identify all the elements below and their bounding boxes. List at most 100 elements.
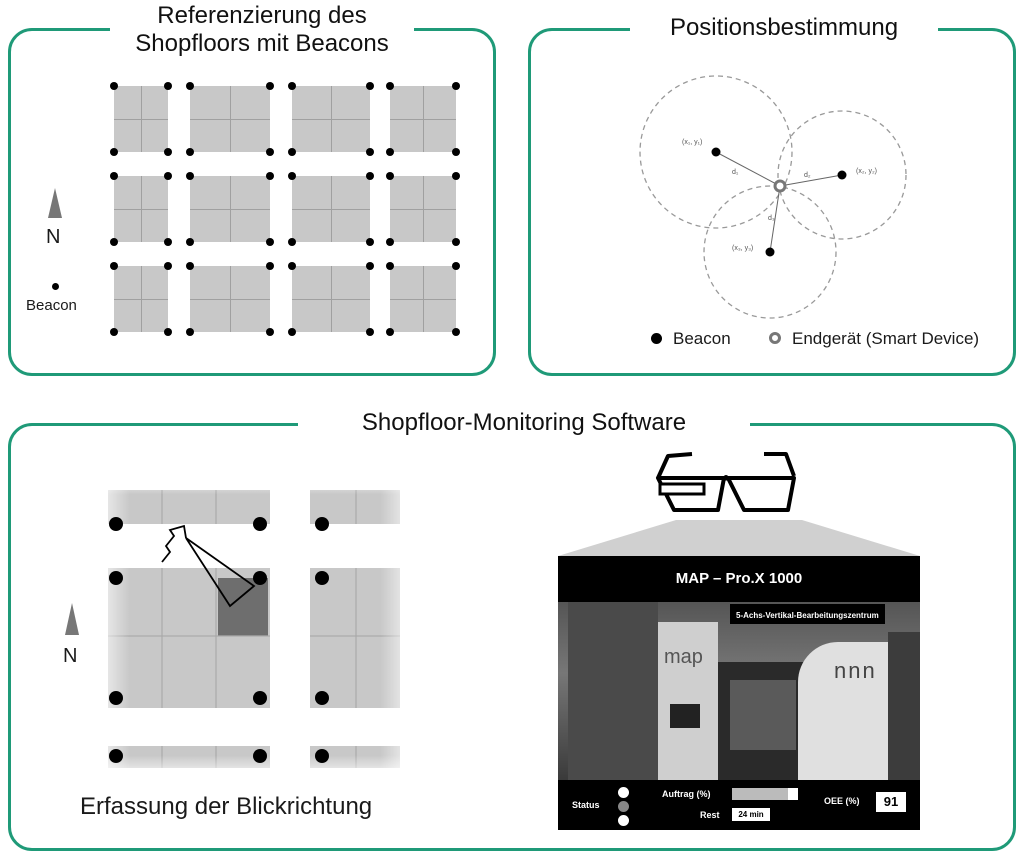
beacon-dot — [186, 328, 194, 336]
beacon-dot — [386, 82, 394, 90]
legend-device-icon — [769, 332, 781, 344]
shopfloor-tile — [114, 176, 168, 242]
shopfloor-tile — [114, 86, 168, 152]
beacon-dot — [452, 148, 460, 156]
beacon-dot — [164, 238, 172, 246]
status-light-green — [618, 815, 629, 826]
beacon-dot — [366, 172, 374, 180]
beacon-dot — [386, 238, 394, 246]
range-circle-1 — [639, 75, 793, 229]
legend-beacon-label: Beacon — [673, 329, 731, 348]
software-title: Shopfloor-Monitoring Software — [298, 409, 750, 437]
distance-1: d₁ — [732, 169, 739, 176]
north-arrow-icon — [48, 188, 62, 218]
distance-3: d₃ — [768, 215, 775, 222]
rest-value-box: 24 min — [732, 808, 770, 821]
shopfloor-tile — [390, 266, 456, 332]
referencing-title: Referenzierung des Shopfloors mit Beacon… — [110, 2, 414, 58]
beacon-dot — [288, 262, 296, 270]
beacon-dot — [386, 148, 394, 156]
shopfloor-tile — [292, 176, 370, 242]
screen-subtitle: 5-Achs-Vertikal-Bearbeitungszentrum — [736, 611, 879, 620]
trilateration-diagram: (x₁, y₁) (x₂, y₂) (x₃, y₃) d₁ d₂ d₃ — [639, 75, 907, 319]
beacon-dot — [266, 262, 274, 270]
status-light-yellow — [618, 801, 629, 812]
machine-logo: map — [664, 646, 703, 668]
gaze-floorplan — [90, 470, 420, 780]
beacon-dot — [366, 238, 374, 246]
referencing-title-line1: Referenzierung des — [157, 2, 367, 29]
legend-device-label: Endgerät (Smart Device) — [792, 329, 980, 348]
north-label-2: N — [63, 645, 78, 667]
beacon-dot — [110, 148, 118, 156]
range-circle-2 — [777, 110, 907, 240]
screen-title: MAP – Pro.X 1000 — [675, 570, 803, 587]
beacon-dot — [452, 172, 460, 180]
beacon-dot — [288, 328, 296, 336]
shopfloor-tile — [390, 176, 456, 242]
beacon-dot — [164, 82, 172, 90]
machine-photo: map nnn — [558, 602, 920, 780]
beacon-dot — [186, 172, 194, 180]
shopfloor-tile — [190, 86, 270, 152]
north-arrow-icon-2 — [65, 603, 79, 635]
status-light-red — [618, 787, 629, 798]
beacon-dot — [386, 262, 394, 270]
beacon-dot — [164, 148, 172, 156]
legend-beacon-icon — [651, 333, 662, 344]
shopfloor-tile — [114, 266, 168, 332]
projection-beam — [558, 520, 920, 556]
north-label: N — [46, 226, 61, 248]
positioning-title: Positionsbestimmung — [630, 14, 938, 42]
smart-glasses-icon — [656, 452, 796, 512]
oee-value-box: 91 — [876, 792, 906, 812]
beacon-dot — [164, 172, 172, 180]
gaze-caption: Erfassung der Blickrichtung — [80, 793, 373, 820]
beacon-dot — [366, 82, 374, 90]
beacon-dot — [164, 262, 172, 270]
beacon-dot — [110, 262, 118, 270]
beacon-dot — [186, 82, 194, 90]
beacon-dot — [186, 148, 194, 156]
beacon-dot — [266, 172, 274, 180]
beacon-dot — [366, 148, 374, 156]
gaze-cone — [185, 537, 256, 608]
beacon-dot — [266, 82, 274, 90]
beacon-dot — [110, 238, 118, 246]
beacon-dot — [288, 238, 296, 246]
beacon-dot — [266, 328, 274, 336]
beacon-dot — [110, 328, 118, 336]
coord-2: (x₂, y₂) — [856, 168, 877, 175]
beacon-3 — [765, 247, 775, 257]
beacon-dot — [452, 82, 460, 90]
beacon-legend-label: Beacon — [26, 297, 77, 314]
range-circle-3 — [703, 185, 837, 319]
order-progress-bar — [732, 788, 798, 800]
beacon-dot — [288, 172, 296, 180]
person-icon — [161, 524, 187, 563]
rest-value: 24 min — [738, 810, 764, 819]
beacon-dot — [366, 328, 374, 336]
beacon-legend-dot — [52, 283, 59, 290]
order-progress-fill — [732, 788, 789, 800]
screen-subtitle-box: 5-Achs-Vertikal-Bearbeitungszentrum — [730, 604, 885, 624]
status-label: Status — [572, 800, 600, 810]
oee-label: OEE (%) — [824, 796, 860, 806]
beacon-dot — [288, 82, 296, 90]
referencing-title-line2: Shopfloors mit Beacons — [135, 30, 389, 57]
rest-label: Rest — [700, 810, 720, 820]
shopfloor-tile — [292, 86, 370, 152]
beacon-dot — [452, 238, 460, 246]
shopfloor-tile — [190, 266, 270, 332]
beacon-dot — [366, 262, 374, 270]
shopfloor-tile — [390, 86, 456, 152]
smart-device-icon — [773, 179, 787, 193]
beacon-dot — [452, 262, 460, 270]
coord-3: (x₃, y₃) — [732, 245, 753, 252]
beacon-1 — [711, 147, 721, 157]
oee-value: 91 — [883, 794, 899, 809]
beacon-dot — [452, 328, 460, 336]
beacon-dot — [110, 172, 118, 180]
beacon-2 — [837, 170, 847, 180]
distance-2: d₂ — [804, 172, 811, 179]
